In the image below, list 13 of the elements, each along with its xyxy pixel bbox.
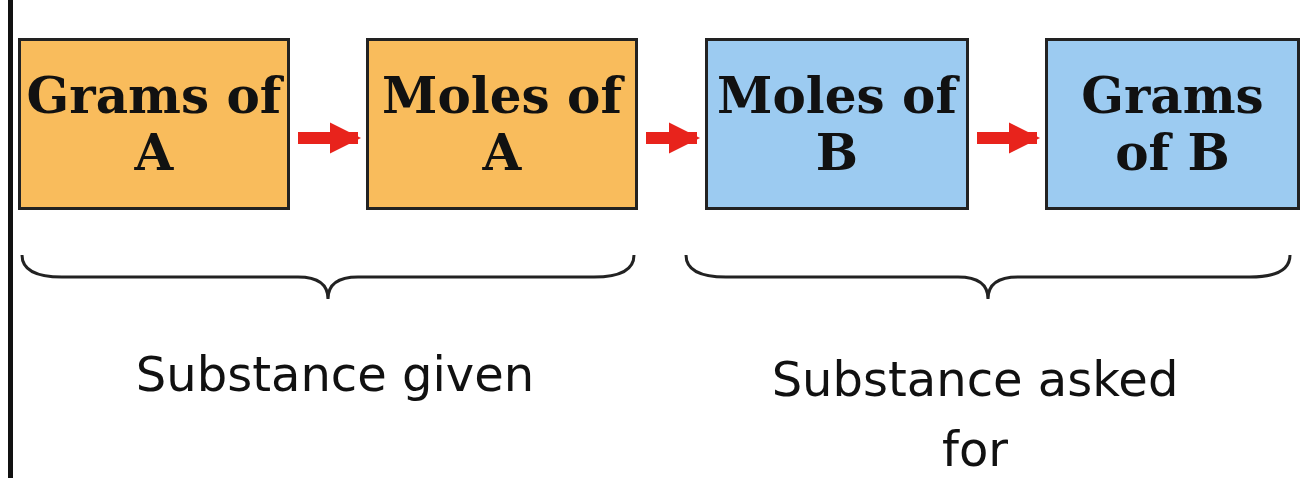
group-caption: Substance asked for [770,350,1180,478]
process-box [18,38,290,210]
box-label: Grams of B [1080,66,1265,182]
process-box [366,38,638,210]
process-box [1045,38,1300,210]
box-label: Moles of A [369,66,635,182]
process-box [705,38,969,210]
box-label: Grams of A [25,66,285,182]
arrow [298,122,362,154]
group-caption: Substance given [134,345,536,404]
arrow [977,122,1041,154]
box-label: Moles of B [708,66,966,182]
arrow [646,122,701,154]
